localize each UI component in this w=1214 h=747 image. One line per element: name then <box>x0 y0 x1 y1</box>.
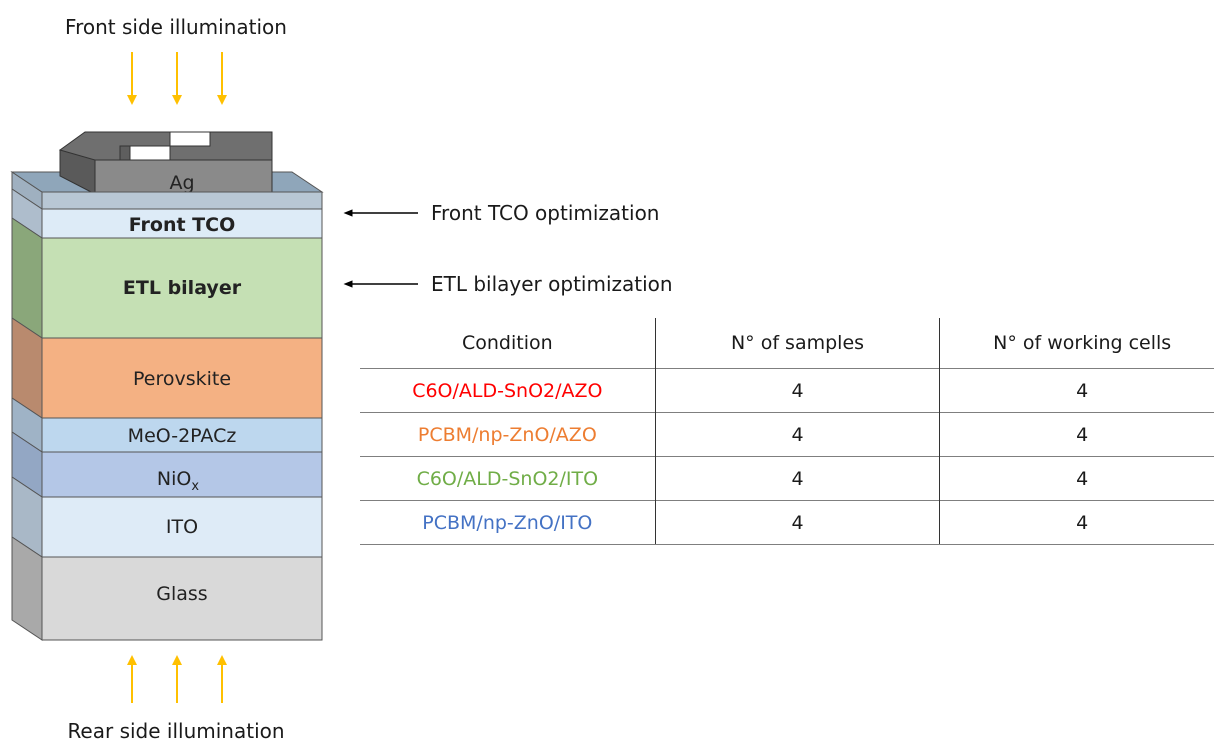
table-row: PCBM/np-ZnO/AZO 4 4 <box>360 412 1214 457</box>
ag-label: Ag <box>169 172 194 194</box>
conditions-table: Condition N° of samples N° of working ce… <box>360 318 1214 545</box>
rear-illumination-label: Rear side illumination <box>67 719 284 743</box>
table-row: PCBM/np-ZnO/ITO 4 4 <box>360 500 1214 545</box>
header-samples: N° of samples <box>654 318 940 369</box>
glass-label: Glass <box>156 583 207 605</box>
front-tco-label: Front TCO <box>129 214 235 236</box>
working-cells-cell: 4 <box>939 456 1214 501</box>
front-illumination-label: Front side illumination <box>65 15 287 39</box>
ito-layer <box>41 496 323 558</box>
samples-cell: 4 <box>654 500 940 545</box>
ito-label: ITO <box>166 516 198 538</box>
ag-contact <box>58 131 273 195</box>
table-row: C6O/ALD-SnO2/ITO 4 4 <box>360 456 1214 501</box>
niox-layer <box>41 451 323 498</box>
perovskite-layer <box>41 337 323 419</box>
etl-opt-label: ETL bilayer optimization <box>431 272 673 296</box>
condition-cell: C6O/ALD-SnO2/ITO <box>360 456 656 501</box>
device-side-faces <box>11 171 43 641</box>
etl-label: ETL bilayer <box>123 277 242 299</box>
samples-cell: 4 <box>654 412 940 457</box>
device-layers <box>41 191 323 641</box>
niox-label: NiOx <box>157 468 199 494</box>
condition-cell: PCBM/np-ZnO/AZO <box>360 412 656 457</box>
table-row: C6O/ALD-SnO2/AZO 4 4 <box>360 368 1214 413</box>
table-header-row: Condition N° of samples N° of working ce… <box>360 318 1214 369</box>
meo-layer <box>41 417 323 453</box>
perovskite-label: Perovskite <box>133 368 231 390</box>
samples-cell: 4 <box>654 368 940 413</box>
glass-layer <box>41 556 323 641</box>
samples-cell: 4 <box>654 456 940 501</box>
front-tco-opt-label: Front TCO optimization <box>431 201 660 225</box>
working-cells-cell: 4 <box>939 500 1214 545</box>
header-condition: Condition <box>462 332 553 354</box>
condition-cell: C6O/ALD-SnO2/AZO <box>360 368 656 413</box>
rear-illumination-arrows <box>127 655 227 703</box>
front-tco-layer <box>41 208 323 239</box>
working-cells-cell: 4 <box>939 368 1214 413</box>
etl-layer <box>41 237 323 339</box>
condition-cell: PCBM/np-ZnO/ITO <box>360 500 656 545</box>
meo-label: MeO-2PACz <box>128 425 237 447</box>
working-cells-cell: 4 <box>939 412 1214 457</box>
front-illumination-arrows <box>127 52 227 105</box>
header-working-cells: N° of working cells <box>939 318 1214 369</box>
